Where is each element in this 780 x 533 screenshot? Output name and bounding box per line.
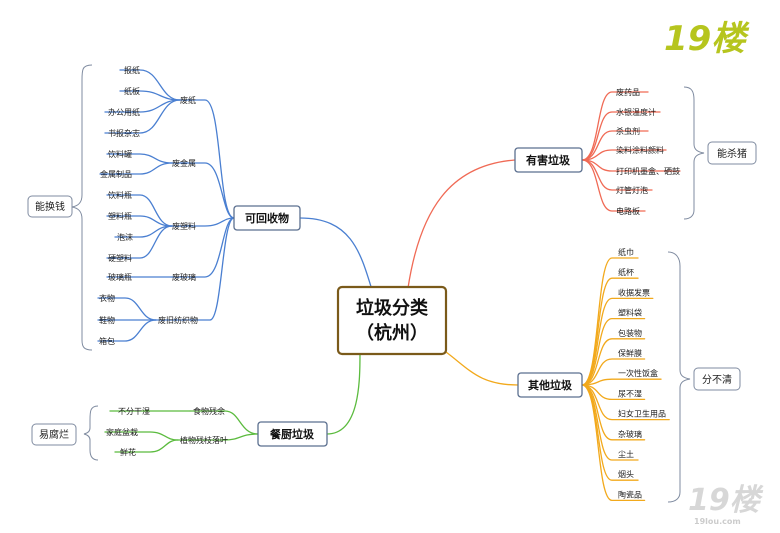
recyclable-leaves: 报纸 纸板 办公用纸 书报杂志 饮料罐 金属制品 饮料瓶 塑料瓶 泡沫 硬塑料 …	[99, 65, 140, 346]
logo-bottom-text: 19楼	[688, 483, 764, 518]
logo-bottom-url: 19lou.com	[694, 517, 741, 526]
other-side-label: 分不清	[702, 373, 732, 386]
list-item[interactable]: 报纸	[124, 65, 140, 75]
list-item[interactable]: 纸杯	[618, 267, 634, 277]
other-branch-line	[445, 351, 519, 386]
recyclable-groups: 废纸 废金属 废塑料 废玻璃 废旧纺织物	[158, 95, 198, 325]
hazard-side-node[interactable]: 能杀猪	[707, 141, 757, 165]
other-side-node[interactable]: 分不清	[693, 367, 741, 391]
list-item[interactable]: 塑料瓶	[108, 211, 132, 221]
list-item[interactable]: 办公用纸	[108, 107, 140, 117]
hazard-branch-line	[407, 159, 516, 289]
other-brace	[667, 251, 691, 503]
other-leaf-line	[581, 317, 646, 386]
center-title-line1: 垃圾分类	[356, 297, 429, 319]
list-item[interactable]: 书报杂志	[108, 128, 140, 138]
center-node[interactable]: 垃圾分类 （杭州）	[336, 285, 448, 356]
recyclable-brace	[71, 64, 93, 351]
list-item[interactable]: 电路板	[616, 206, 640, 216]
recyclable-branch-line	[299, 217, 373, 291]
list-item[interactable]: 鲜花	[120, 447, 136, 457]
list-item[interactable]: 收据发票	[618, 287, 650, 297]
recyclable-lines	[97, 69, 235, 342]
list-item[interactable]: 烟头	[618, 469, 634, 479]
hazard-brace	[683, 86, 705, 220]
list-item[interactable]: 废药品	[616, 87, 640, 97]
list-item[interactable]: 塑料袋	[618, 308, 642, 318]
logo-top-text: 19楼	[664, 19, 750, 59]
list-item[interactable]: 尿不湿	[618, 389, 642, 398]
list-item[interactable]: 金属制品	[100, 169, 132, 179]
other-node[interactable]: 其他垃圾	[517, 372, 583, 398]
hazard-leaves: 废药品 水银温度计 杀虫剂 染料涂料颜料 打印机墨盒、硒鼓 灯管灯泡 电路板	[616, 87, 680, 216]
center-title-line2: （杭州）	[356, 322, 428, 344]
kitchen-group-food[interactable]: 食物残余	[193, 406, 225, 416]
list-item[interactable]: 衣物	[99, 293, 115, 303]
kitchen-label: 餐厨垃圾	[269, 427, 315, 441]
list-item[interactable]: 鞋物	[99, 315, 115, 325]
logo-top: 19楼	[664, 19, 750, 59]
recyclable-group-metal[interactable]: 废金属	[172, 158, 196, 168]
logo-bottom: 19楼 19lou.com	[688, 483, 764, 526]
kitchen-group-plants[interactable]: 植物残枝落叶	[180, 435, 228, 445]
list-item[interactable]: 灯管灯泡	[616, 185, 648, 195]
kitchen-side-label: 易腐烂	[39, 428, 69, 441]
list-item[interactable]: 饮料瓶	[108, 190, 132, 200]
list-item[interactable]: 杂玻璃	[618, 429, 642, 439]
list-item[interactable]: 不分干湿	[118, 407, 150, 416]
list-item[interactable]: 玻璃瓶	[108, 272, 132, 282]
recyclable-group-paper[interactable]: 废纸	[180, 95, 196, 105]
list-item[interactable]: 饮料罐	[108, 149, 132, 159]
main-branches	[299, 159, 519, 435]
recyclable-group-glass[interactable]: 废玻璃	[172, 272, 196, 282]
list-item[interactable]: 包装物	[618, 328, 642, 338]
list-item[interactable]: 泡沫	[117, 232, 133, 242]
list-item[interactable]: 一次性饭盒	[618, 368, 658, 378]
list-item[interactable]: 保鲜膜	[618, 348, 642, 358]
other-lines	[581, 257, 670, 502]
recyclable-side-label: 能换钱	[35, 200, 65, 213]
list-item[interactable]: 家庭盆栽	[106, 427, 138, 437]
list-item[interactable]: 箱包	[99, 336, 115, 346]
recyclable-side-node[interactable]: 能换钱	[27, 195, 73, 218]
list-item[interactable]: 染料涂料颜料	[616, 145, 664, 155]
other-leaf-line	[581, 378, 662, 386]
list-item[interactable]: 水银温度计	[616, 107, 656, 117]
hazard-node[interactable]: 有害垃圾	[514, 147, 583, 173]
recyclable-node[interactable]: 可回收物	[233, 205, 301, 231]
kitchen-branch-line	[326, 351, 361, 435]
kitchen-brace	[83, 405, 99, 461]
hazard-side-label: 能杀猪	[717, 147, 747, 160]
other-label: 其他垃圾	[528, 378, 573, 392]
kitchen-lines	[104, 410, 259, 453]
list-item[interactable]: 纸板	[124, 86, 140, 96]
kitchen-side-node[interactable]: 易腐烂	[31, 423, 77, 446]
list-item[interactable]: 杀虫剂	[616, 126, 640, 136]
list-item[interactable]: 硬塑料	[108, 253, 132, 263]
recyclable-group-textile[interactable]: 废旧纺织物	[158, 315, 198, 325]
kitchen-node[interactable]: 餐厨垃圾	[257, 421, 328, 447]
recyclable-group-plastic[interactable]: 废塑料	[172, 221, 196, 231]
list-item[interactable]: 打印机墨盒、硒鼓	[616, 166, 680, 176]
list-item[interactable]: 纸巾	[618, 247, 634, 257]
other-leaf-line	[581, 277, 639, 386]
other-leaf-line	[581, 358, 646, 386]
list-item[interactable]: 妇女卫生用品	[618, 409, 666, 419]
list-item[interactable]: 尘土	[618, 449, 634, 459]
recyclable-label: 可回收物	[245, 211, 289, 225]
kitchen-texts: 食物残余 植物残枝落叶 不分干湿 家庭盆栽 鲜花	[106, 406, 228, 457]
other-leaf-line	[581, 384, 646, 502]
list-item[interactable]: 陶瓷品	[618, 489, 642, 499]
hazard-lines	[581, 91, 681, 212]
hazard-label: 有害垃圾	[526, 153, 571, 167]
other-leaf-line	[581, 297, 654, 386]
other-leaves: 纸巾纸杯收据发票塑料袋包装物保鲜膜一次性饭盒尿不湿妇女卫生用品杂玻璃尘土烟头陶瓷…	[618, 247, 666, 499]
